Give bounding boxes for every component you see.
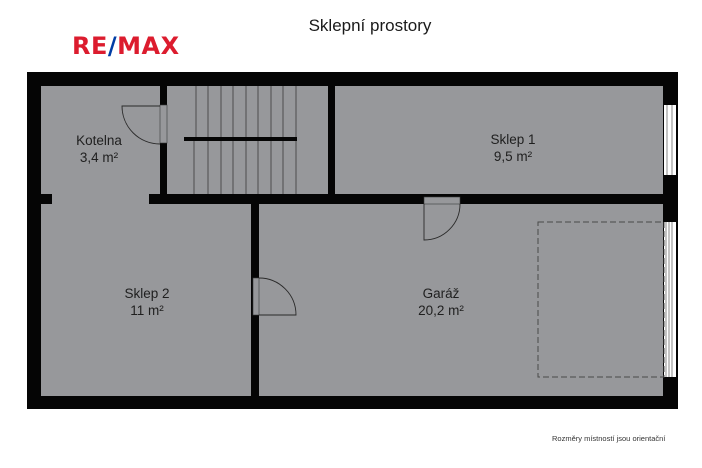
door-frame-sklep2 (252, 277, 260, 316)
room-label-garaz: Garáž 20,2 m² (396, 285, 486, 319)
room-label-sklep1: Sklep 1 9,5 m² (468, 131, 558, 165)
room-name: Garáž (422, 286, 460, 301)
floor-sklep2 (41, 204, 251, 396)
logo-re: RE (72, 32, 108, 60)
room-label-sklep2: Sklep 2 11 m² (102, 285, 192, 319)
dimensions-note: Rozměry místností jsou orientační (552, 434, 666, 443)
stair-divider (184, 137, 297, 141)
room-area: 20,2 m² (418, 303, 464, 318)
door-frame-kotelna (159, 104, 168, 144)
room-label-kotelna: Kotelna 3,4 m² (54, 132, 144, 166)
floor-kotelna (41, 86, 160, 194)
room-name: Kotelna (76, 133, 122, 148)
room-name: Sklep 2 (124, 286, 170, 301)
floor-sklep1 (335, 86, 663, 194)
room-area: 9,5 m² (493, 149, 533, 164)
room-name: Sklep 1 (490, 132, 536, 147)
room-area: 11 m² (130, 303, 164, 318)
staircase (193, 86, 297, 194)
window-sklep1 (664, 105, 676, 175)
page-title: Sklepní prostory (308, 16, 432, 35)
door-sklep2 (258, 277, 297, 316)
door-frame-garaz-top (423, 196, 461, 205)
garage-door-opening (664, 222, 676, 377)
remax-logo: RE/MAX (72, 32, 180, 60)
door-kotelna (121, 105, 161, 145)
room-area: 3,4 m² (79, 150, 119, 165)
room-floors (41, 86, 663, 396)
opening-kotelna (52, 193, 149, 205)
floor-garaz (259, 204, 663, 396)
logo-max: MAX (117, 32, 180, 60)
logo-slash: / (107, 32, 118, 60)
door-garaz-top (423, 203, 461, 241)
parking-space-outline (537, 221, 665, 378)
